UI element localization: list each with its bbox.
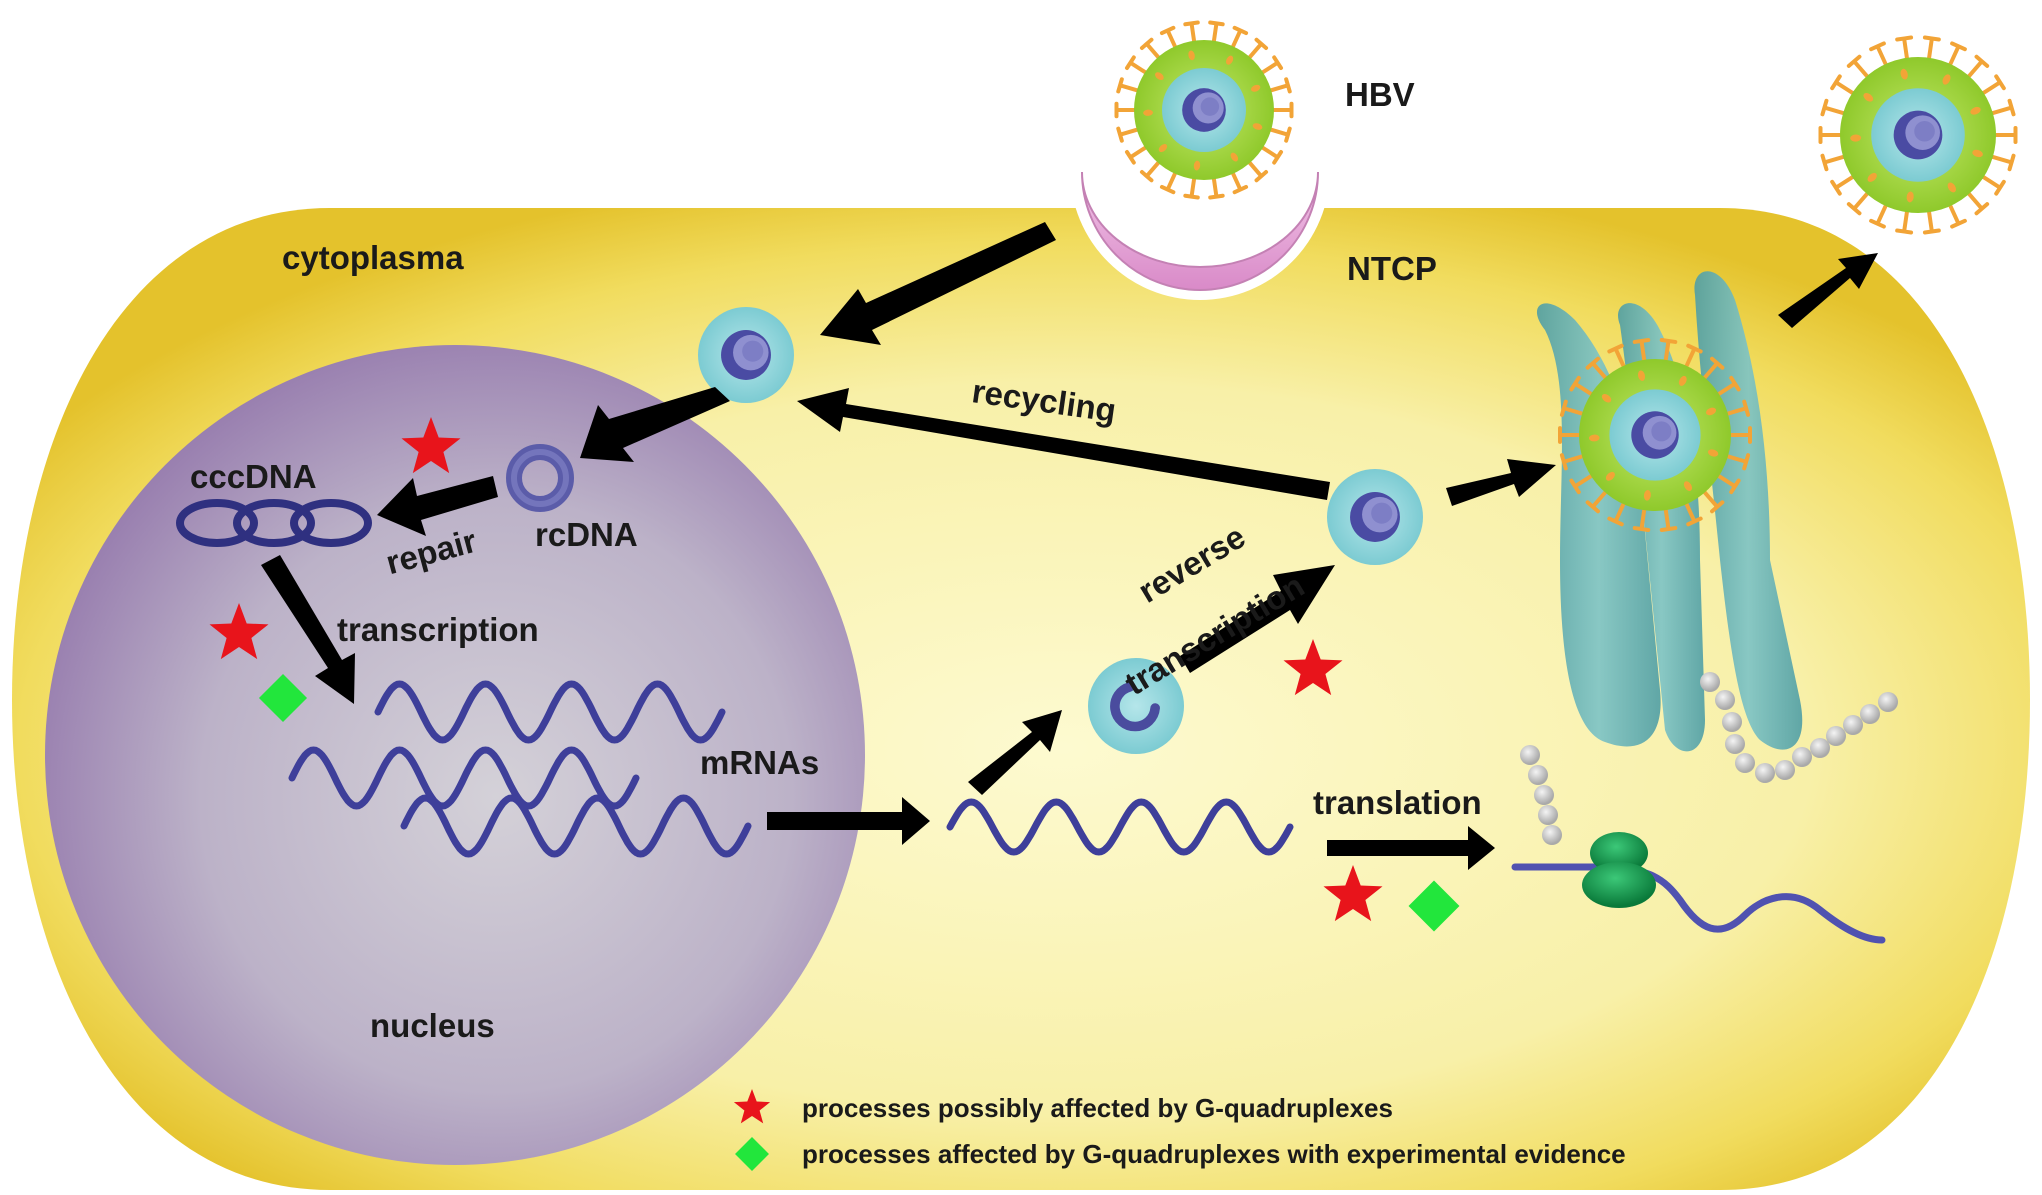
arrow-translation bbox=[1327, 826, 1495, 870]
hbv-label: HBV bbox=[1345, 76, 1415, 113]
arrows bbox=[261, 222, 1878, 870]
translated-mrna bbox=[1511, 863, 1886, 944]
hbv-virion-entering bbox=[1114, 20, 1294, 200]
arrow-to-er bbox=[1446, 459, 1556, 506]
cccdna-chain bbox=[176, 499, 372, 547]
capsid-mature-cytoplasm bbox=[1327, 469, 1423, 565]
capsid-pgrna bbox=[1088, 658, 1184, 754]
nascent-peptide bbox=[1520, 745, 1562, 845]
arrow-to-nucleus bbox=[580, 387, 730, 462]
capsid-cytoplasm-entry bbox=[698, 307, 794, 403]
arrow-recycling bbox=[797, 388, 1330, 500]
cytoplasma-label: cytoplasma bbox=[282, 239, 464, 276]
arrow-repair bbox=[377, 476, 498, 536]
ntcp-label: NTCP bbox=[1347, 250, 1437, 287]
arrow-release bbox=[1778, 253, 1878, 328]
transcription-label: transcription bbox=[337, 611, 539, 648]
arrow-entry bbox=[820, 222, 1056, 345]
nucleus-label: nucleus bbox=[370, 1007, 495, 1044]
star-transcription bbox=[209, 603, 269, 660]
arrow-export bbox=[767, 797, 930, 845]
ntcp-receptor bbox=[1070, 170, 1330, 300]
star-rcdna-repair bbox=[401, 417, 461, 474]
legend-diamond-text: processes affected by G-quadruplexes wit… bbox=[802, 1139, 1626, 1169]
mrnas-label: mRNAs bbox=[700, 744, 819, 781]
arrow-transcription bbox=[261, 555, 355, 704]
star-reverse-transcription bbox=[1283, 639, 1343, 696]
ribosome bbox=[1582, 832, 1656, 908]
hbv-virion-budding bbox=[1558, 337, 1752, 533]
translation-label: translation bbox=[1313, 784, 1482, 821]
diamond-transcription bbox=[258, 673, 308, 723]
hbv-virion-released bbox=[1818, 35, 2018, 235]
legend: processes possibly affected by G-quadrup… bbox=[802, 1093, 1626, 1169]
rcdna-label: rcDNA bbox=[535, 516, 638, 553]
diamond-translation bbox=[1408, 880, 1460, 932]
diamond-legend bbox=[735, 1137, 769, 1171]
legend-star-text: processes possibly affected by G-quadrup… bbox=[802, 1093, 1393, 1123]
arrow-to-capsid bbox=[968, 710, 1062, 795]
nucleus bbox=[45, 345, 865, 1165]
er-peptide-chain bbox=[1700, 672, 1898, 783]
mrna-group bbox=[288, 680, 1294, 858]
star-translation bbox=[1323, 865, 1383, 922]
cccdna-label: cccDNA bbox=[190, 458, 317, 495]
arrow-reverse-transcription bbox=[1180, 565, 1335, 673]
star-legend bbox=[733, 1089, 771, 1124]
